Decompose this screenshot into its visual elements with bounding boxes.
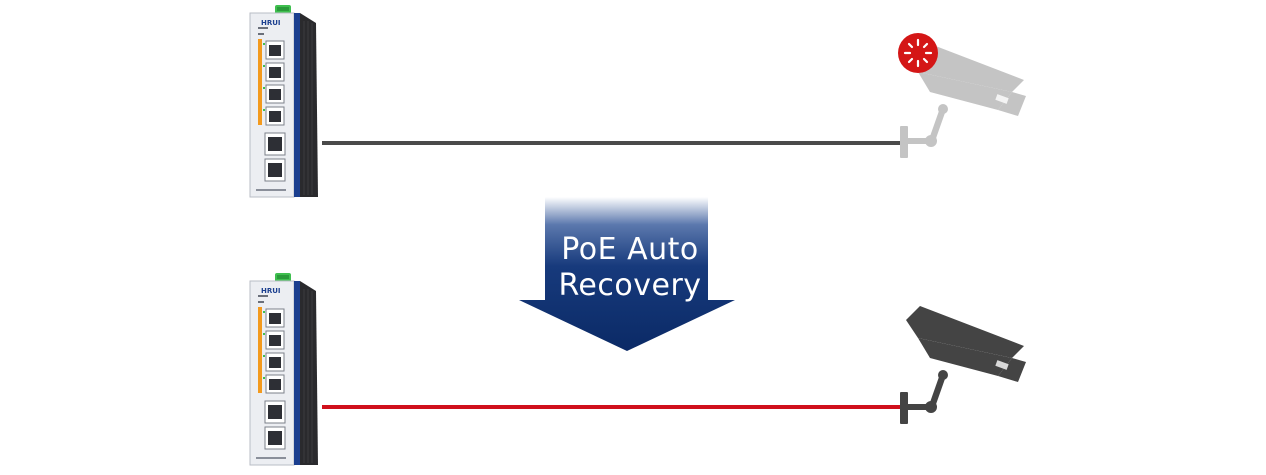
arrow-label-line-2: Recovery [558, 268, 702, 303]
arrow-label-line-1: PoE Auto [561, 232, 699, 267]
bottom-switch-brand: HRUI [261, 287, 281, 295]
top-switch: HRUI [249, 4, 319, 198]
camera-online [900, 306, 1026, 424]
bottom-switch: HRUI [249, 272, 319, 466]
top-switch-brand: HRUI [261, 19, 281, 27]
red-alert-light-icon [898, 33, 938, 73]
poe-recovery-arrow [519, 197, 735, 351]
